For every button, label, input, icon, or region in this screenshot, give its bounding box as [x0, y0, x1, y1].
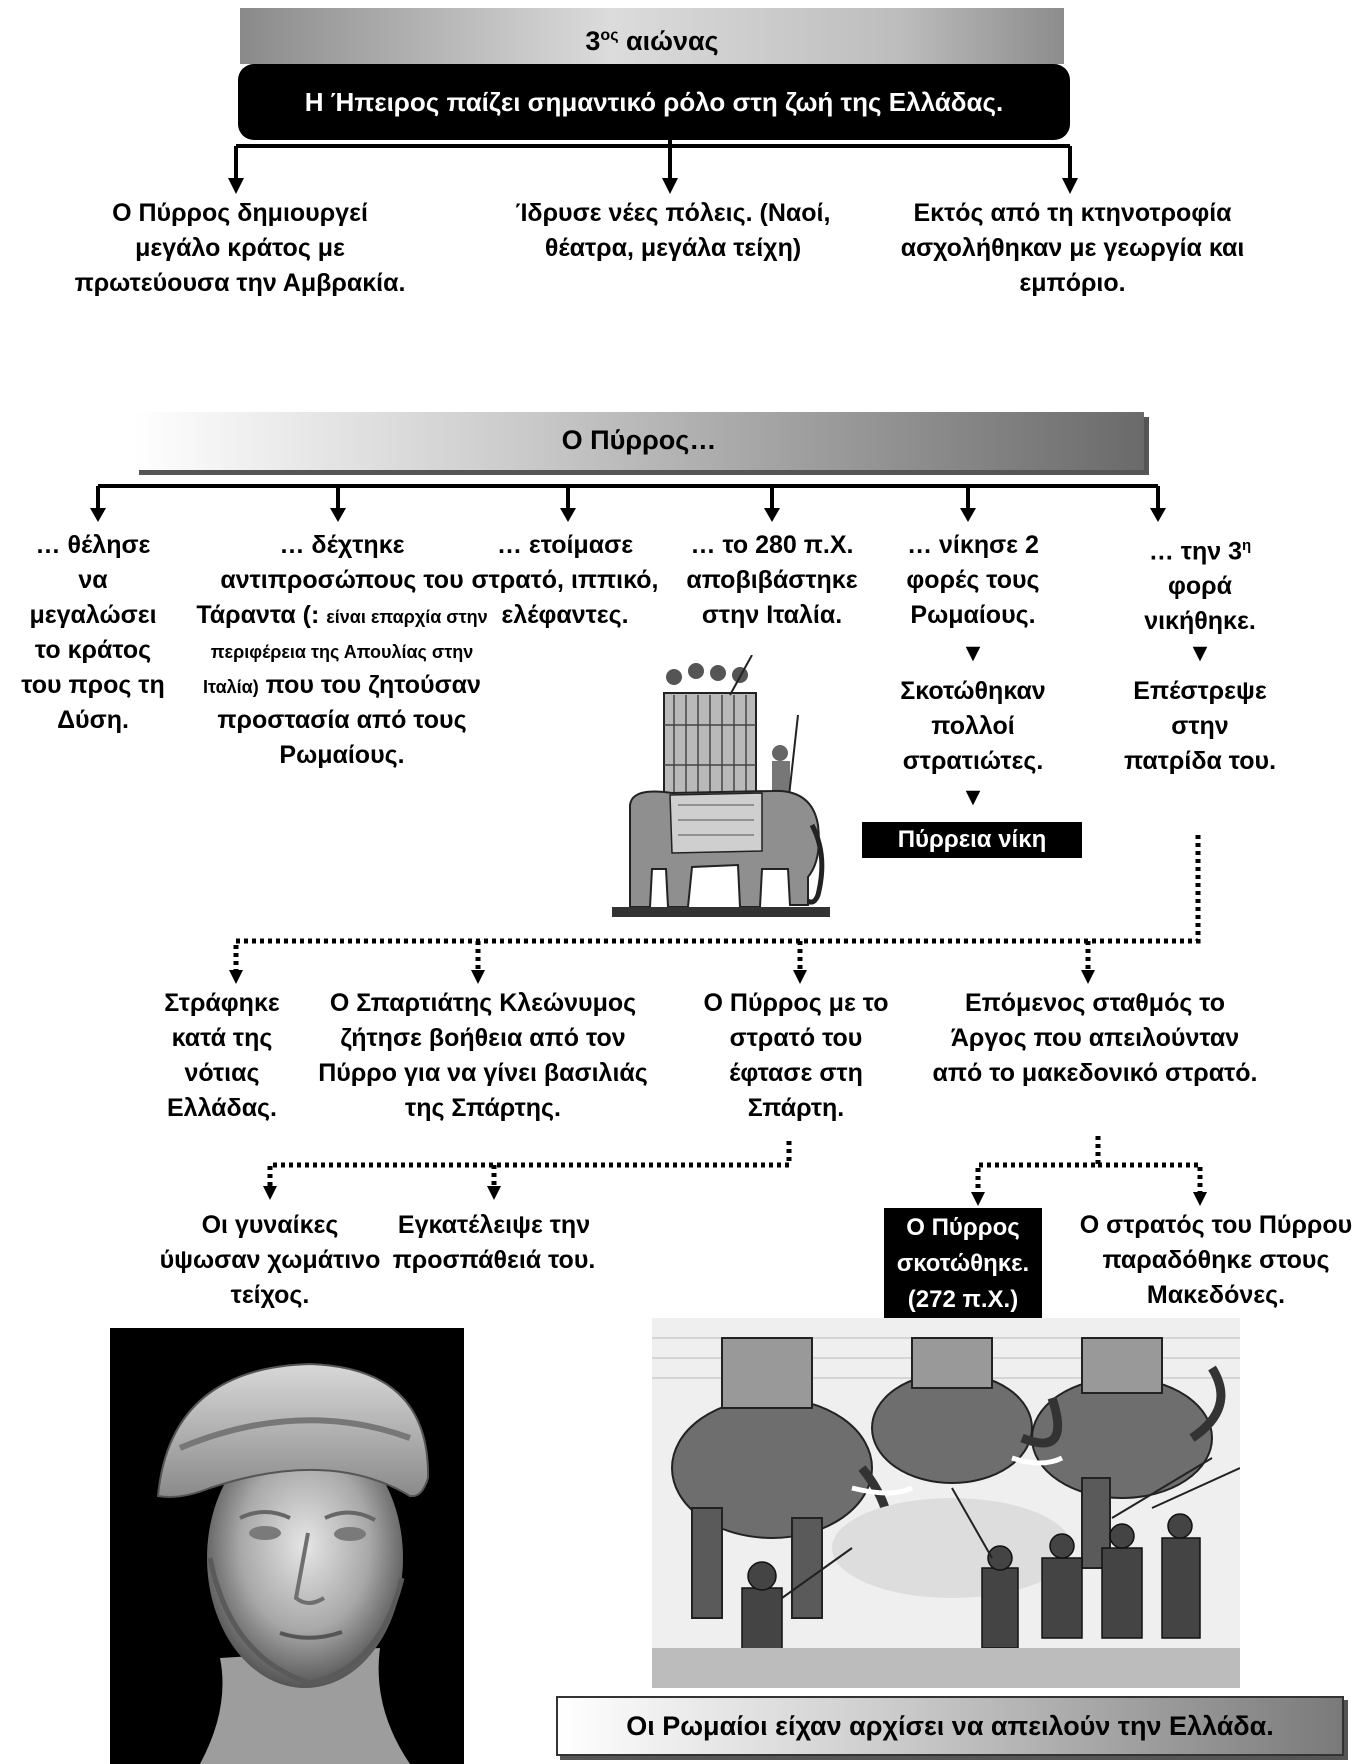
pyrrhus-col4: … το 280 π.Χ. αποβιβάστηκε στην Ιταλία.: [686, 531, 858, 629]
pyrrhus-col5-result: Σκοτώθηκαν πολλοί στρατιώτες.: [900, 677, 1046, 775]
pyrrhus-col2: … δέχτηκε αντιπροσώπους του Τάραντα (: ε…: [196, 531, 488, 769]
pyrrhus-col3: … ετοίμασε στρατό, ιππικό, ελέφαντες.: [471, 531, 659, 629]
branch-left-text: Ο Πύρρος δημιουργεί μεγάλο κράτος με πρω…: [74, 199, 406, 297]
battle-elephants-engraving: [652, 1318, 1240, 1688]
greece-step3: Ο Πύρρος με το στρατό του έφτασε στη Σπά…: [703, 989, 889, 1122]
greece-step2: Ο Σπαρτιάτης Κλεώνυμος ζήτησε βοήθεια απ…: [318, 989, 648, 1122]
army-surrendered: Ο στρατός του Πύρρου παραδόθηκε στους Μα…: [1079, 1211, 1353, 1309]
footer-banner: Οι Ρωμαίοι είχαν αρχίσει να απειλούν την…: [556, 1696, 1344, 1756]
branch-right-text: Εκτός από τη κτηνοτροφία ασχολήθηκαν με …: [900, 199, 1245, 297]
century-label: 3ος αιώνας: [585, 26, 719, 56]
col5-down-arrow: ▼: [960, 639, 986, 667]
war-elephant-illustration: [612, 655, 830, 917]
col5-down-arrow-2: ▼: [960, 783, 986, 811]
main-statement-box: Η Ήπειρος παίζει σημαντικό ρόλο στη ζωή …: [238, 64, 1070, 140]
sparta-abandoned: Εγκατέλειψε την προσπάθειά του.: [392, 1211, 596, 1274]
pyrrhus-col5: … νίκησε 2 φορές τους Ρωμαίους.: [906, 531, 1040, 629]
century-header-bar: 3ος αιώνας: [240, 8, 1064, 64]
col6-down-arrow: ▼: [1187, 639, 1213, 667]
pyrrhus-header-bar: Ο Πύρρος…: [134, 412, 1144, 470]
pyrrhus-bust-photo: [110, 1328, 464, 1764]
branch-mid-text: Ίδρυσε νέες πόλεις. (Ναοί, θέατρα, μεγάλ…: [515, 199, 831, 262]
col2-small-note: είναι επαρχία στην περιφέρεια της Απουλί…: [203, 607, 488, 697]
greece-step1: Στράφηκε κατά της νότιας Ελλάδας.: [164, 989, 280, 1122]
sparta-women-wall: Οι γυναίκες ύψωσαν χωμάτινο τείχος.: [159, 1211, 381, 1309]
pyrrhus-header-label: Ο Πύρρος…: [561, 425, 717, 455]
pyrrhus-col1: … θέλησε να μεγαλώσει το κράτος του προς…: [21, 531, 165, 734]
pyrrhic-victory-box: Πύρρεια νίκη: [862, 822, 1082, 858]
greece-step4: Επόμενος σταθμός το Άργος που απειλούντα…: [932, 989, 1258, 1087]
pyrrhus-col6-result: Επέστρεψε στην πατρίδα του.: [1123, 677, 1277, 775]
footer-text: Οι Ρωμαίοι είχαν αρχίσει να απειλούν την…: [626, 1711, 1274, 1741]
pyrrhus-killed-box: Ο Πύρρος σκοτώθηκε. (272 π.Χ.): [884, 1208, 1042, 1320]
pyrrhus-col6: … την 3η φορά νικήθηκε.: [1144, 537, 1256, 636]
